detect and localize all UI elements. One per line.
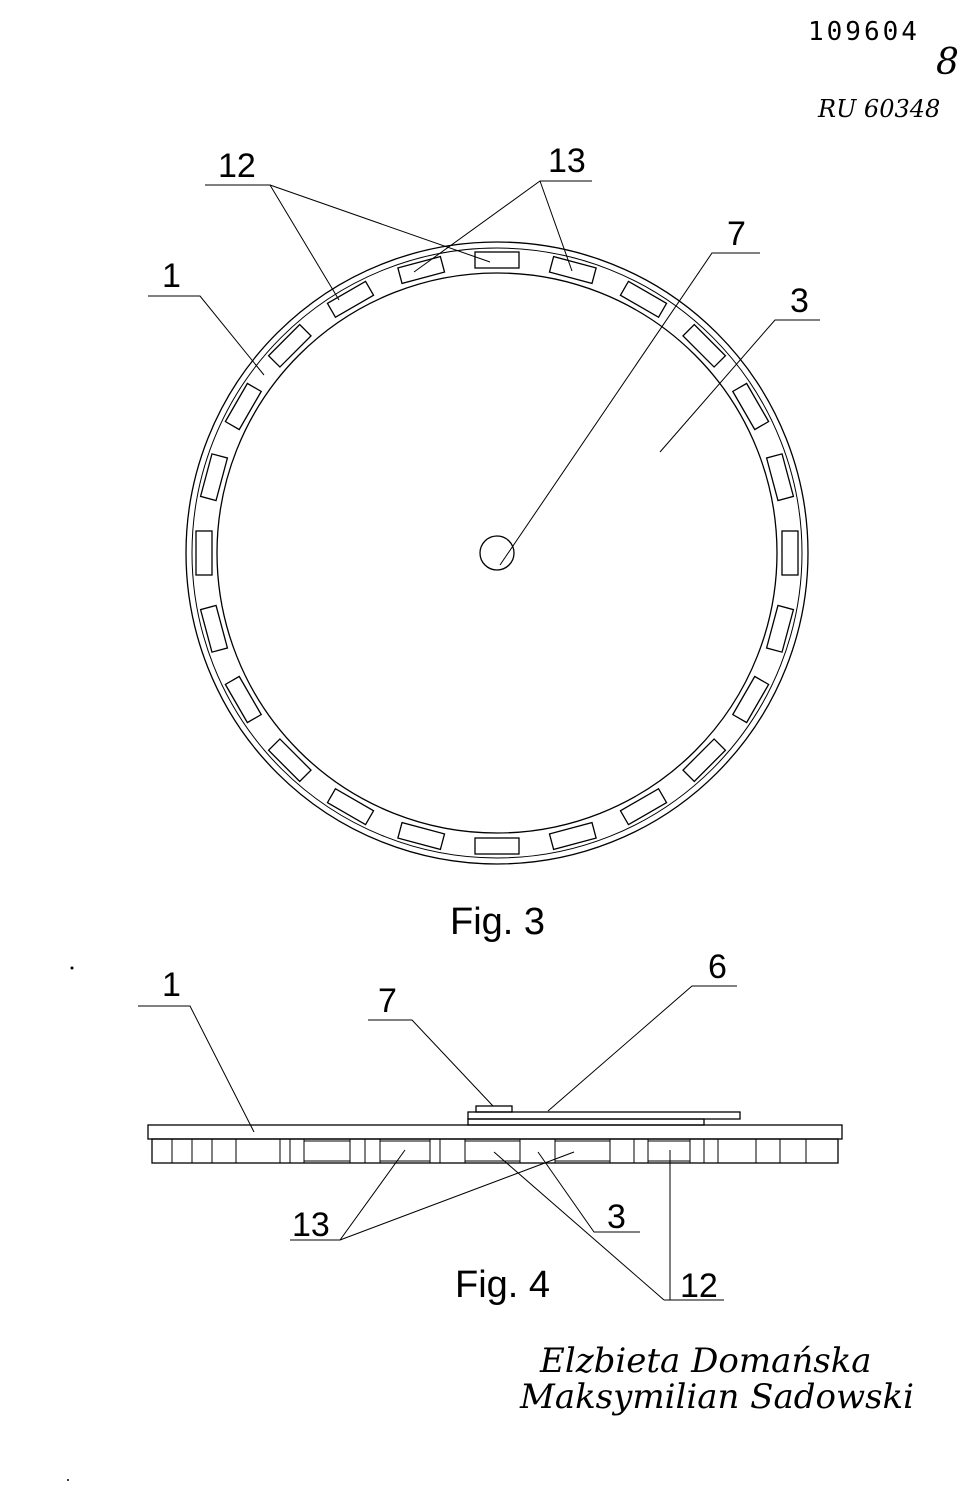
- page-number: 8: [936, 42, 959, 83]
- slot: [397, 255, 446, 285]
- side-blocks: [171, 1139, 807, 1163]
- slot: [474, 837, 520, 855]
- doc-number: 109604: [808, 17, 920, 47]
- fig3-label-3: 3: [790, 282, 809, 320]
- slot: [682, 323, 727, 368]
- fig3-label-7: 7: [727, 215, 746, 253]
- slot: [781, 530, 799, 576]
- insert-block: [647, 1140, 691, 1162]
- insert-strip: [151, 1138, 839, 1164]
- slot: [267, 738, 312, 783]
- middle-layer: [467, 1118, 705, 1126]
- slot: [619, 280, 668, 319]
- inner-plate-edge: [216, 272, 778, 834]
- slot: [731, 382, 770, 431]
- insert-block: [554, 1140, 611, 1162]
- slot: [619, 787, 668, 826]
- outer-rim-inner-edge: [191, 247, 803, 859]
- slot: [199, 604, 229, 653]
- insert-block: [379, 1140, 431, 1162]
- slot: [326, 787, 375, 826]
- slot: [474, 251, 520, 269]
- slot-ring: [195, 251, 799, 855]
- leader-4-13b: [339, 1151, 575, 1241]
- signature-1: Elzbieta Domańska: [539, 1341, 872, 1381]
- fig4-label-6: 6: [708, 948, 727, 986]
- fig3-label-13: 13: [548, 142, 586, 180]
- slot: [199, 453, 229, 502]
- slot: [224, 382, 263, 431]
- signature-2: Maksymilian Sadowski: [519, 1377, 914, 1417]
- fig3-label-1: 1: [162, 257, 181, 295]
- fig4-label-12: 12: [680, 1267, 718, 1305]
- signatures: Elzbieta Domańska Maksymilian Sadowski: [519, 1341, 914, 1417]
- leader-13b: [539, 180, 573, 272]
- fig4-label-7: 7: [378, 982, 397, 1020]
- figure-3: 1 12 13 7 3 Fig. 3: [148, 142, 820, 943]
- center-axis: [479, 535, 515, 571]
- slot: [267, 323, 312, 368]
- fig4-caption: Fig. 4: [455, 1264, 550, 1306]
- leader-4-7: [368, 1019, 494, 1107]
- slot: [682, 738, 727, 783]
- figure-4: 1 7 6 13 3 12 Fig. 4: [138, 948, 843, 1306]
- slot: [224, 675, 263, 724]
- speck: [70, 966, 74, 970]
- fig3-caption: Fig. 3: [450, 901, 545, 943]
- outer-rim: [185, 241, 809, 865]
- slot: [765, 604, 795, 653]
- leader-4-6: [547, 985, 737, 1112]
- main-plate-1: [147, 1124, 843, 1140]
- insert-block: [464, 1140, 521, 1162]
- fig4-leaders: [138, 985, 737, 1301]
- top-layer-6: [467, 1111, 741, 1120]
- speck: [67, 1479, 69, 1481]
- leader-4-12a: [493, 1151, 665, 1301]
- fig4-label-1: 1: [162, 966, 181, 1004]
- axis-cap-7: [475, 1105, 513, 1113]
- insert-block: [303, 1140, 351, 1162]
- fig4-label-13: 13: [292, 1206, 330, 1244]
- fig3-label-12: 12: [218, 147, 256, 185]
- slot: [397, 821, 446, 851]
- leader-1: [148, 295, 265, 376]
- ref-code: RU 60348: [817, 95, 940, 123]
- slot: [326, 280, 375, 319]
- slot: [548, 821, 597, 851]
- leader-3: [659, 319, 820, 453]
- leader-7: [499, 252, 760, 566]
- leader-4-3: [537, 1151, 640, 1233]
- leader-4-1: [138, 1005, 255, 1133]
- fig4-label-3: 3: [607, 1198, 626, 1236]
- leader-12b: [269, 184, 491, 263]
- slot: [731, 675, 770, 724]
- fig3-leaders: [148, 180, 820, 566]
- slot: [765, 453, 795, 502]
- slot: [195, 530, 213, 576]
- slot: [548, 255, 597, 285]
